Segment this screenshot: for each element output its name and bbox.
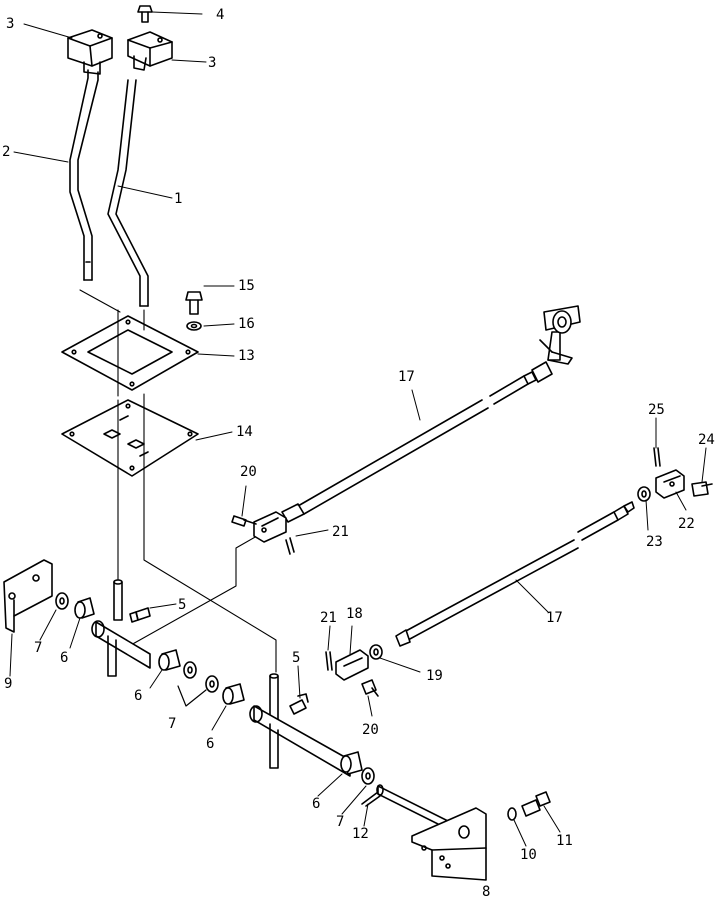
bracket-8 [376, 784, 487, 881]
plate-14 [61, 399, 199, 477]
label-part-21-lower: 21 [320, 610, 337, 626]
label-part-5-right: 5 [292, 650, 300, 666]
bushing-7-d [361, 767, 375, 785]
label-part-7-a: 7 [34, 640, 42, 656]
bushing-7-b [183, 661, 197, 679]
knob-3-right [127, 31, 173, 71]
rod-17-lower [395, 501, 635, 647]
label-part-15: 15 [238, 278, 255, 294]
shaft-left [91, 579, 151, 677]
label-part-16: 16 [238, 316, 255, 332]
label-part-14: 14 [236, 424, 253, 440]
label-part-6-b: 6 [134, 688, 142, 704]
label-part-6-c: 6 [206, 736, 214, 752]
label-part-1: 1 [174, 191, 182, 207]
label-part-5-left: 5 [178, 597, 186, 613]
cotter-pin-25 [653, 447, 661, 467]
shaft-right [249, 673, 351, 777]
washer-12 [507, 807, 517, 821]
bolt-4 [137, 5, 153, 23]
label-part-25: 25 [648, 402, 665, 418]
clevis-22 [655, 469, 685, 499]
rod-17-upper [281, 361, 553, 523]
bolt-11 [521, 791, 551, 817]
plate-13 [61, 315, 199, 391]
lever-1 [107, 79, 149, 307]
label-part-6-d: 6 [312, 796, 320, 812]
label-part-17-lower: 17 [546, 610, 563, 626]
bushing-6-d [340, 751, 363, 775]
label-part-17-upper: 17 [398, 369, 415, 385]
part-labels: 3 4 3 2 1 15 16 13 17 14 25 24 20 22 21 … [2, 7, 715, 900]
label-part-3-right: 3 [208, 55, 216, 71]
label-part-23: 23 [646, 534, 663, 550]
label-part-19: 19 [426, 668, 443, 684]
label-part-18: 18 [346, 606, 363, 622]
label-part-20-lower: 20 [362, 722, 379, 738]
nut-23 [637, 486, 651, 502]
lever-2 [69, 69, 99, 281]
bolt-24 [691, 481, 713, 497]
knob-3-left [67, 29, 113, 75]
clevis-upper [253, 511, 287, 543]
cotter-pin-21-lower [325, 651, 333, 671]
grease-nipple-5-right [289, 693, 309, 715]
bushing-7-a [55, 592, 69, 610]
nut-19 [369, 644, 383, 660]
label-part-21-upper: 21 [332, 524, 349, 540]
grease-nipple-5-left [129, 607, 151, 623]
bracket-9 [3, 559, 53, 633]
center-lines [79, 289, 277, 673]
bolt-15 [185, 291, 203, 315]
bushing-7-c [205, 675, 219, 693]
pin-20-upper [231, 515, 257, 527]
label-part-24: 24 [698, 432, 715, 448]
label-part-8: 8 [482, 884, 490, 898]
label-part-7-c: 7 [336, 814, 344, 830]
label-part-6-a: 6 [60, 650, 68, 666]
bushing-6-c [222, 683, 245, 705]
cotter-pin-21-upper [285, 537, 295, 555]
label-part-9: 9 [4, 676, 12, 692]
pin-20-lower [361, 679, 379, 697]
label-part-2: 2 [2, 144, 10, 160]
label-part-22: 22 [678, 516, 695, 532]
label-part-3-left: 3 [6, 16, 14, 32]
label-part-12: 10 [520, 847, 537, 863]
clevis-18 [335, 649, 369, 681]
label-part-20-upper: 20 [240, 464, 257, 480]
label-part-7-b: 7 [168, 716, 176, 732]
leader-lines [9, 11, 707, 881]
bushing-6-a [74, 597, 95, 619]
bushing-6-b [158, 649, 181, 671]
label-part-4: 4 [216, 7, 224, 23]
label-part-13: 13 [238, 348, 255, 364]
label-part-10: 12 [352, 826, 369, 842]
rod-end-bracket-upper [539, 305, 581, 365]
washer-16 [186, 321, 202, 331]
label-part-11: 11 [556, 833, 573, 849]
